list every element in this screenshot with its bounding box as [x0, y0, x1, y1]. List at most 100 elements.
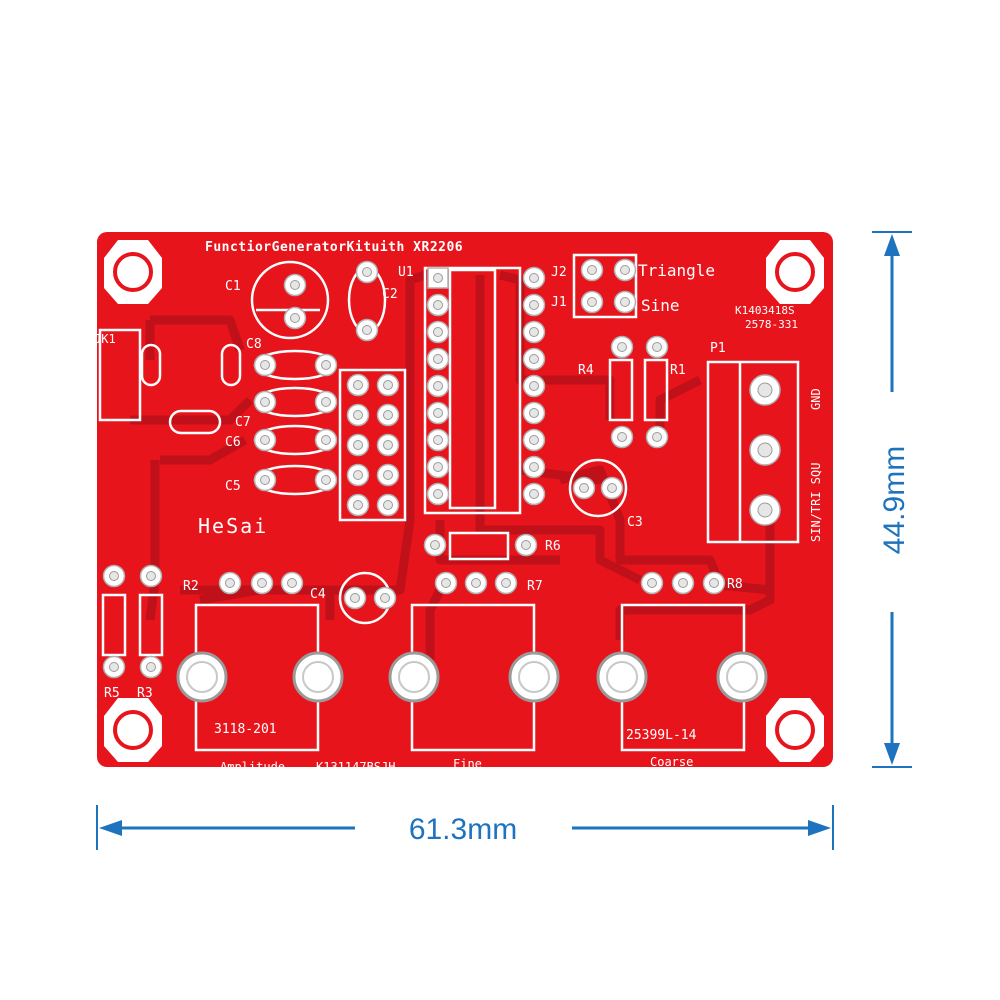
pad-hole: [433, 408, 443, 418]
pad-hole: [225, 578, 235, 588]
pad-hole: [321, 475, 331, 485]
pad-hole: [529, 489, 539, 499]
label-r3: R3: [137, 686, 153, 701]
label-r2: R2: [183, 579, 199, 594]
mounting-hole-bottom-right: [766, 698, 824, 762]
pad-hole: [287, 578, 297, 588]
pad-hole: [260, 397, 270, 407]
pad-hole: [353, 440, 363, 450]
label-c7: C7: [235, 415, 251, 430]
pad-hole: [290, 313, 300, 323]
pad-hole: [529, 381, 539, 391]
pad-hole: [757, 502, 773, 518]
label-sin-tri-squ: SIN/TRI SQU: [809, 463, 823, 542]
pad-hole: [579, 483, 589, 493]
label-gnd: GND: [809, 388, 823, 410]
label-c1: C1: [225, 279, 241, 294]
pad-hole: [678, 578, 688, 588]
pad-hole: [587, 297, 597, 307]
pad-hole: [260, 475, 270, 485]
label-pot-amplitude-code: 3118-201: [214, 722, 277, 737]
width-dimension-label: 61.3mm: [409, 813, 517, 846]
label-c8: C8: [246, 337, 262, 352]
label-r8: R8: [727, 577, 743, 592]
pad-hole: [257, 578, 267, 588]
pad-hole: [353, 380, 363, 390]
label-r5: R5: [104, 686, 120, 701]
pad-hole: [433, 381, 443, 391]
pad-hole: [617, 432, 627, 442]
pad-hole: [709, 578, 719, 588]
pad-hole: [529, 462, 539, 472]
label-c4: C4: [310, 587, 326, 602]
label-c6: C6: [225, 435, 241, 450]
pcb-board: [97, 232, 833, 767]
label-triangle: Triangle: [638, 261, 715, 280]
pad-hole: [383, 410, 393, 420]
pad-hole: [433, 354, 443, 364]
label-u1: U1: [398, 265, 414, 280]
label-pot-coarse-code: 25399L-14: [626, 728, 697, 743]
label-sine: Sine: [641, 296, 680, 315]
pad-hole: [260, 435, 270, 445]
label-c5: C5: [225, 479, 241, 494]
pad-hole: [353, 410, 363, 420]
pad-hole: [529, 300, 539, 310]
pad-hole: [433, 273, 443, 283]
label-amplitude: Amplitude: [220, 760, 285, 774]
pad-hole: [501, 578, 511, 588]
label-r4: R4: [578, 363, 594, 378]
pad-hole: [383, 500, 393, 510]
label-r6: R6: [545, 539, 561, 554]
pad-hole: [433, 489, 443, 499]
pad-hole: [652, 342, 662, 352]
label-fine: Fine: [453, 757, 482, 771]
pad-hole: [380, 593, 390, 603]
pad-hole: [620, 265, 630, 275]
pad-hole: [353, 500, 363, 510]
label-code2: 2578-331: [745, 318, 798, 331]
label-c3: C3: [627, 515, 643, 530]
pad-hole: [353, 470, 363, 480]
pad-hole: [383, 440, 393, 450]
pad-hole: [433, 435, 443, 445]
label-code3: K131147BSJH: [316, 760, 395, 774]
pad-hole: [757, 442, 773, 458]
label-c2: C2: [382, 287, 398, 302]
pad-hole: [441, 578, 451, 588]
potentiometer-pads: [176, 651, 768, 703]
pad-hole: [471, 578, 481, 588]
height-dimension-label: 44.9mm: [878, 446, 911, 554]
pad-hole: [617, 342, 627, 352]
label-r7: R7: [527, 579, 543, 594]
pad-hole: [647, 578, 657, 588]
brand-label: HeSai: [198, 514, 268, 538]
pad-hole: [521, 540, 531, 550]
mounting-hole-top-left: [104, 240, 162, 304]
pad-hole: [529, 327, 539, 337]
pad-hole: [321, 435, 331, 445]
pad-hole: [430, 540, 440, 550]
label-r1: R1: [670, 363, 686, 378]
pad-hole: [109, 662, 119, 672]
pad-hole: [433, 300, 443, 310]
pad-hole: [587, 265, 597, 275]
label-p1: P1: [710, 341, 726, 356]
silkscreen-text: FunctiorGeneratorKituith XR2206 HeSai C1…: [94, 240, 823, 774]
pad-hole: [321, 397, 331, 407]
pad-hole: [362, 267, 372, 277]
pad-hole: [620, 297, 630, 307]
label-j1: J1: [551, 295, 567, 310]
pad-hole: [529, 435, 539, 445]
pad-hole: [433, 327, 443, 337]
pad-hole: [109, 571, 119, 581]
mounting-hole-bottom-left: [104, 698, 162, 762]
label-coarse: Coarse: [650, 755, 693, 769]
pad-hole: [290, 280, 300, 290]
label-j2: J2: [551, 265, 567, 280]
pad-hole: [433, 462, 443, 472]
mounting-holes: [104, 240, 824, 762]
solder-pads: [102, 258, 781, 679]
pad-hole: [383, 470, 393, 480]
